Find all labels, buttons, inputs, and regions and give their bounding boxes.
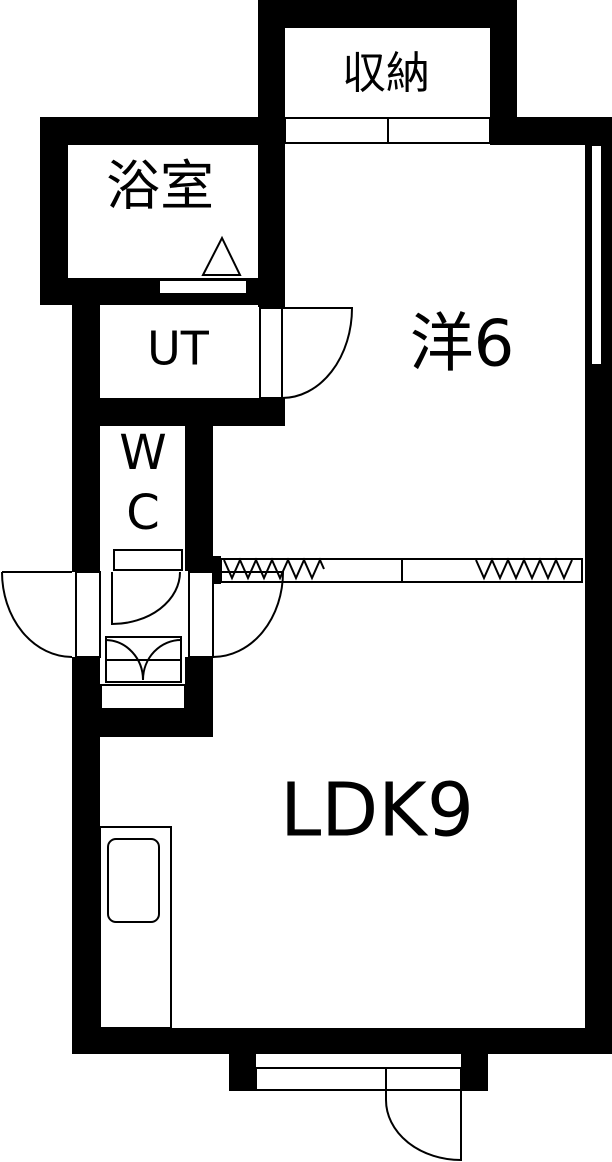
folding-door-icon — [223, 557, 325, 581]
folding-door-icon — [475, 557, 573, 581]
room-label-toilet-w: W — [119, 425, 166, 481]
door-swing-icon — [111, 571, 181, 626]
room-label-ldk: LDK9 — [280, 768, 474, 854]
room-label-storage: 収納 — [342, 48, 430, 99]
entrance-door-swing-icon — [1, 571, 73, 658]
fixtures — [1, 117, 603, 1162]
bath-entry-triangle-icon — [201, 235, 242, 276]
door-swing-icon — [281, 307, 354, 399]
room-label-toilet-c: C — [126, 485, 160, 541]
room-label-utility: UT — [147, 322, 210, 376]
room-labels: 収納 浴室 UT 洋6 W C LDK9 — [106, 48, 514, 854]
room-label-bathroom: 浴室 — [106, 155, 214, 218]
entry-door-swing-icon — [385, 1068, 462, 1162]
walls — [40, 0, 612, 1091]
door-swing-icon — [212, 571, 285, 658]
room-label-western: 洋6 — [410, 308, 515, 382]
sink-icon — [107, 838, 160, 923]
